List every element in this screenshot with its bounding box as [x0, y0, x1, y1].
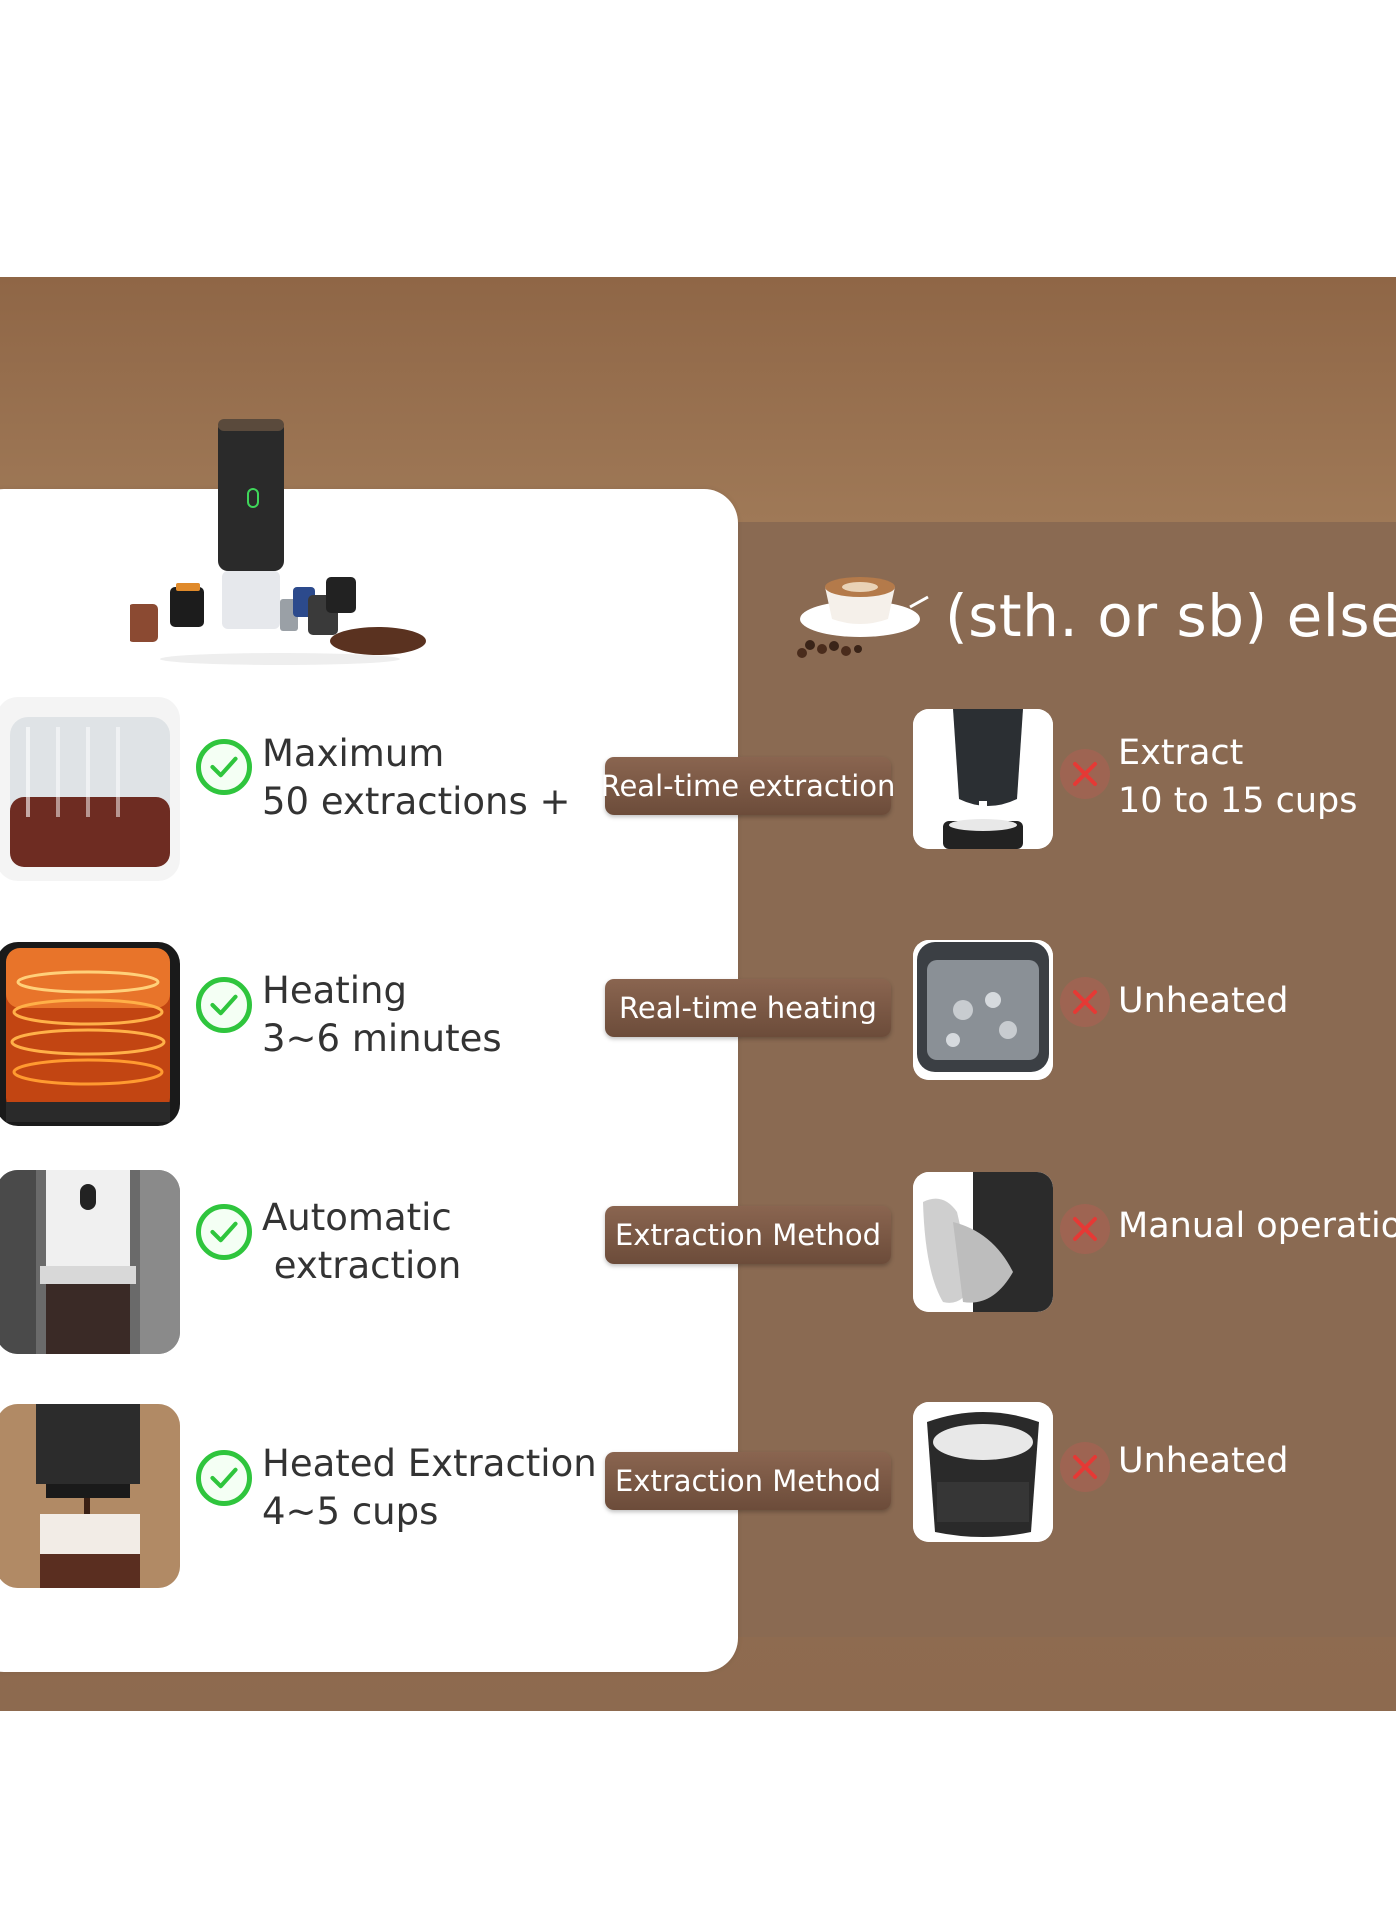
- comparison-line1: Manual operatio: [1118, 1206, 1396, 1246]
- label-pill: Real-time extraction: [601, 757, 895, 815]
- feature-line2: 50 extractions +: [262, 780, 571, 823]
- coffee-cup-image: [780, 547, 930, 667]
- feature-text-heating: Heating 3~6 minutes: [262, 967, 502, 1063]
- x-icon: [1060, 977, 1110, 1027]
- comparison-text-unheated: Unheated: [1118, 977, 1288, 1025]
- x-icon: [1060, 749, 1110, 799]
- comparison-text-extract: Extract 10 to 15 cups: [1118, 729, 1357, 825]
- label-pill: Extraction Method: [605, 1206, 891, 1264]
- competitor-title: (sth. or sb) else: [945, 582, 1396, 650]
- comparison-banner: (sth. or sb) else Maximum 50 extractions…: [0, 277, 1396, 1711]
- check-icon: [196, 739, 252, 795]
- carafe-image: [0, 697, 180, 881]
- hero-product-image: [128, 419, 430, 669]
- feature-text-heated-extraction: Heated Extraction 4~5 cups: [262, 1440, 597, 1536]
- feature-line1: Heating: [262, 969, 407, 1012]
- label-pill: Extraction Method: [605, 1452, 891, 1510]
- feature-text-extractions: Maximum 50 extractions +: [262, 730, 571, 826]
- feature-line2: 3~6 minutes: [262, 1017, 502, 1060]
- competitor-frother-image: [913, 709, 1053, 849]
- check-icon: [196, 1204, 252, 1260]
- check-icon: [196, 977, 252, 1033]
- comparison-text-unheated-2: Unheated: [1118, 1437, 1288, 1485]
- x-icon: [1060, 1442, 1110, 1492]
- feature-line1: Maximum: [262, 732, 445, 775]
- comparison-line1: Unheated: [1118, 981, 1289, 1021]
- competitor-unheated-image: [913, 940, 1053, 1080]
- feature-line1: Automatic: [262, 1196, 452, 1239]
- competitor-manual-image: [913, 1172, 1053, 1312]
- comparison-line1: Extract: [1118, 733, 1244, 773]
- heated-extraction-image: [0, 1404, 180, 1588]
- feature-line2: 4~5 cups: [262, 1490, 439, 1533]
- comparison-line1: Unheated: [1118, 1441, 1289, 1481]
- competitor-cup-image: [913, 1402, 1053, 1542]
- feature-line1: Heated Extraction: [262, 1442, 597, 1485]
- label-pill: Real-time heating: [605, 979, 891, 1037]
- feature-line2: extraction: [262, 1244, 462, 1287]
- x-icon: [1060, 1204, 1110, 1254]
- automatic-extraction-image: [0, 1170, 180, 1354]
- check-icon: [196, 1450, 252, 1506]
- comparison-line2: 10 to 15 cups: [1118, 781, 1358, 821]
- heating-image: [0, 942, 180, 1126]
- feature-text-automatic: Automatic extraction: [262, 1194, 461, 1290]
- comparison-text-manual: Manual operatio: [1118, 1202, 1396, 1250]
